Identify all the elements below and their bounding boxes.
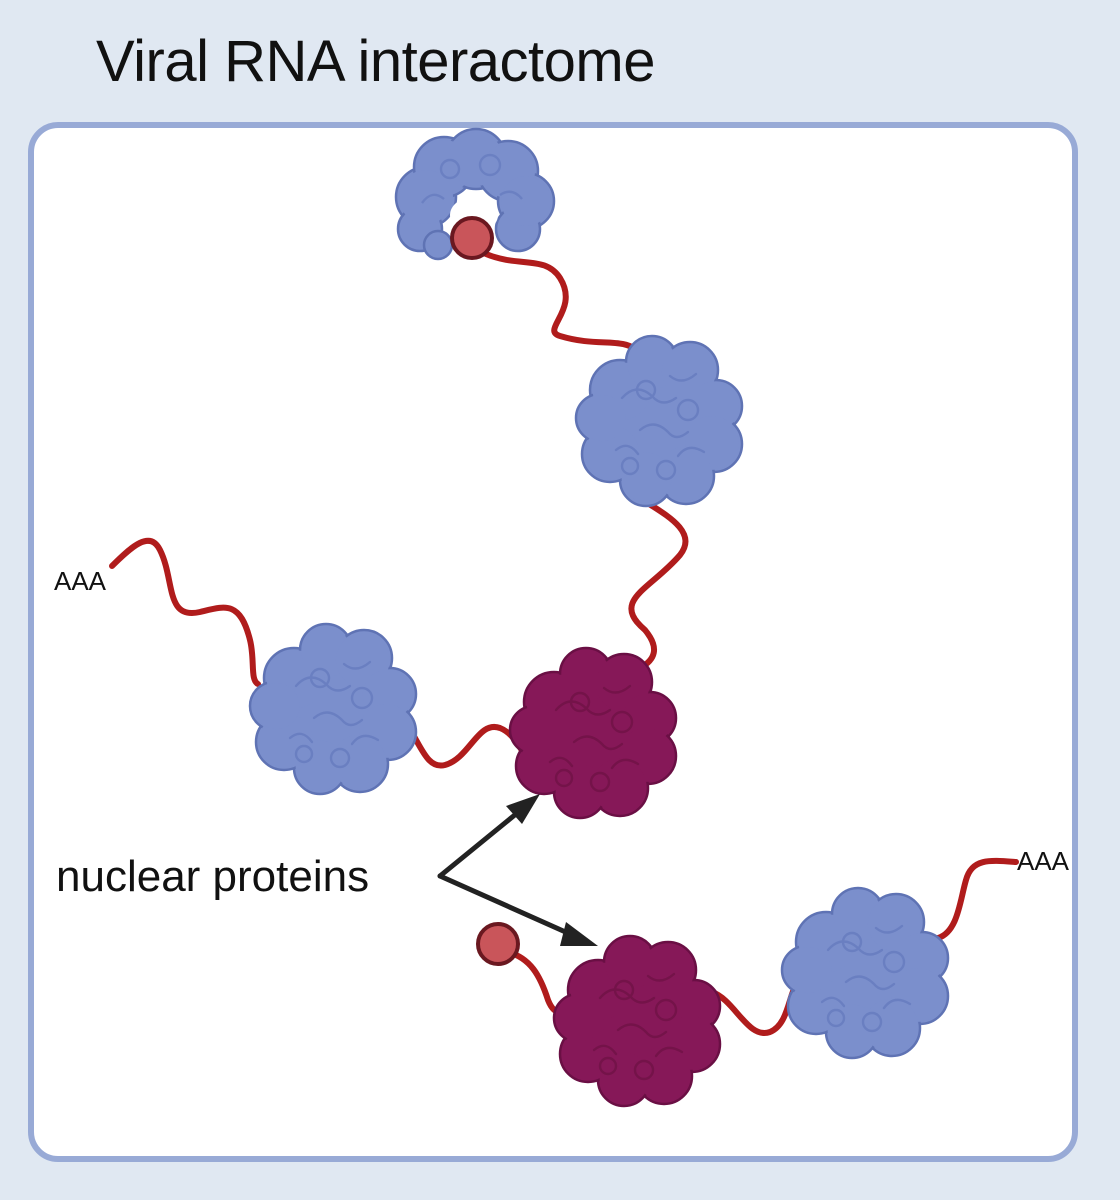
- cytoplasmic-protein-top-icon: [394, 127, 556, 261]
- nuclear-protein-upper-icon: [508, 646, 678, 820]
- rna-strand-left: [109, 537, 261, 687]
- poly-a-tail-right-label: AAA: [1017, 846, 1070, 876]
- arrow-to-upper-nuclear-protein: [437, 811, 519, 879]
- rna-strand-middle: [628, 495, 689, 671]
- mrna-cap-top-icon: [450, 216, 494, 260]
- poly-a-tail-left-label: AAA: [54, 566, 107, 596]
- nuclear-protein-lower-icon: [552, 934, 722, 1108]
- cytoplasmic-protein-upper-icon: [574, 334, 744, 508]
- rna-strand-bottom-right: [935, 857, 1019, 941]
- rna-strand-bottom-left: [505, 949, 563, 1015]
- mrna-cap-bottom-icon: [476, 922, 520, 966]
- arrow-to-lower-nuclear-protein: [437, 873, 573, 937]
- rna-strand-top: [483, 251, 643, 355]
- cytoplasmic-protein-left-icon: [248, 622, 418, 796]
- nuclear-proteins-label: nuclear proteins: [56, 852, 370, 901]
- cytoplasmic-protein-bottom-right-icon: [780, 886, 950, 1060]
- arrow-head-upper-icon: [506, 794, 540, 824]
- arrow-head-lower-icon: [560, 922, 598, 946]
- diagram-title: Viral RNA interactome: [96, 29, 656, 94]
- nuclear-protein-arrows: [437, 794, 598, 946]
